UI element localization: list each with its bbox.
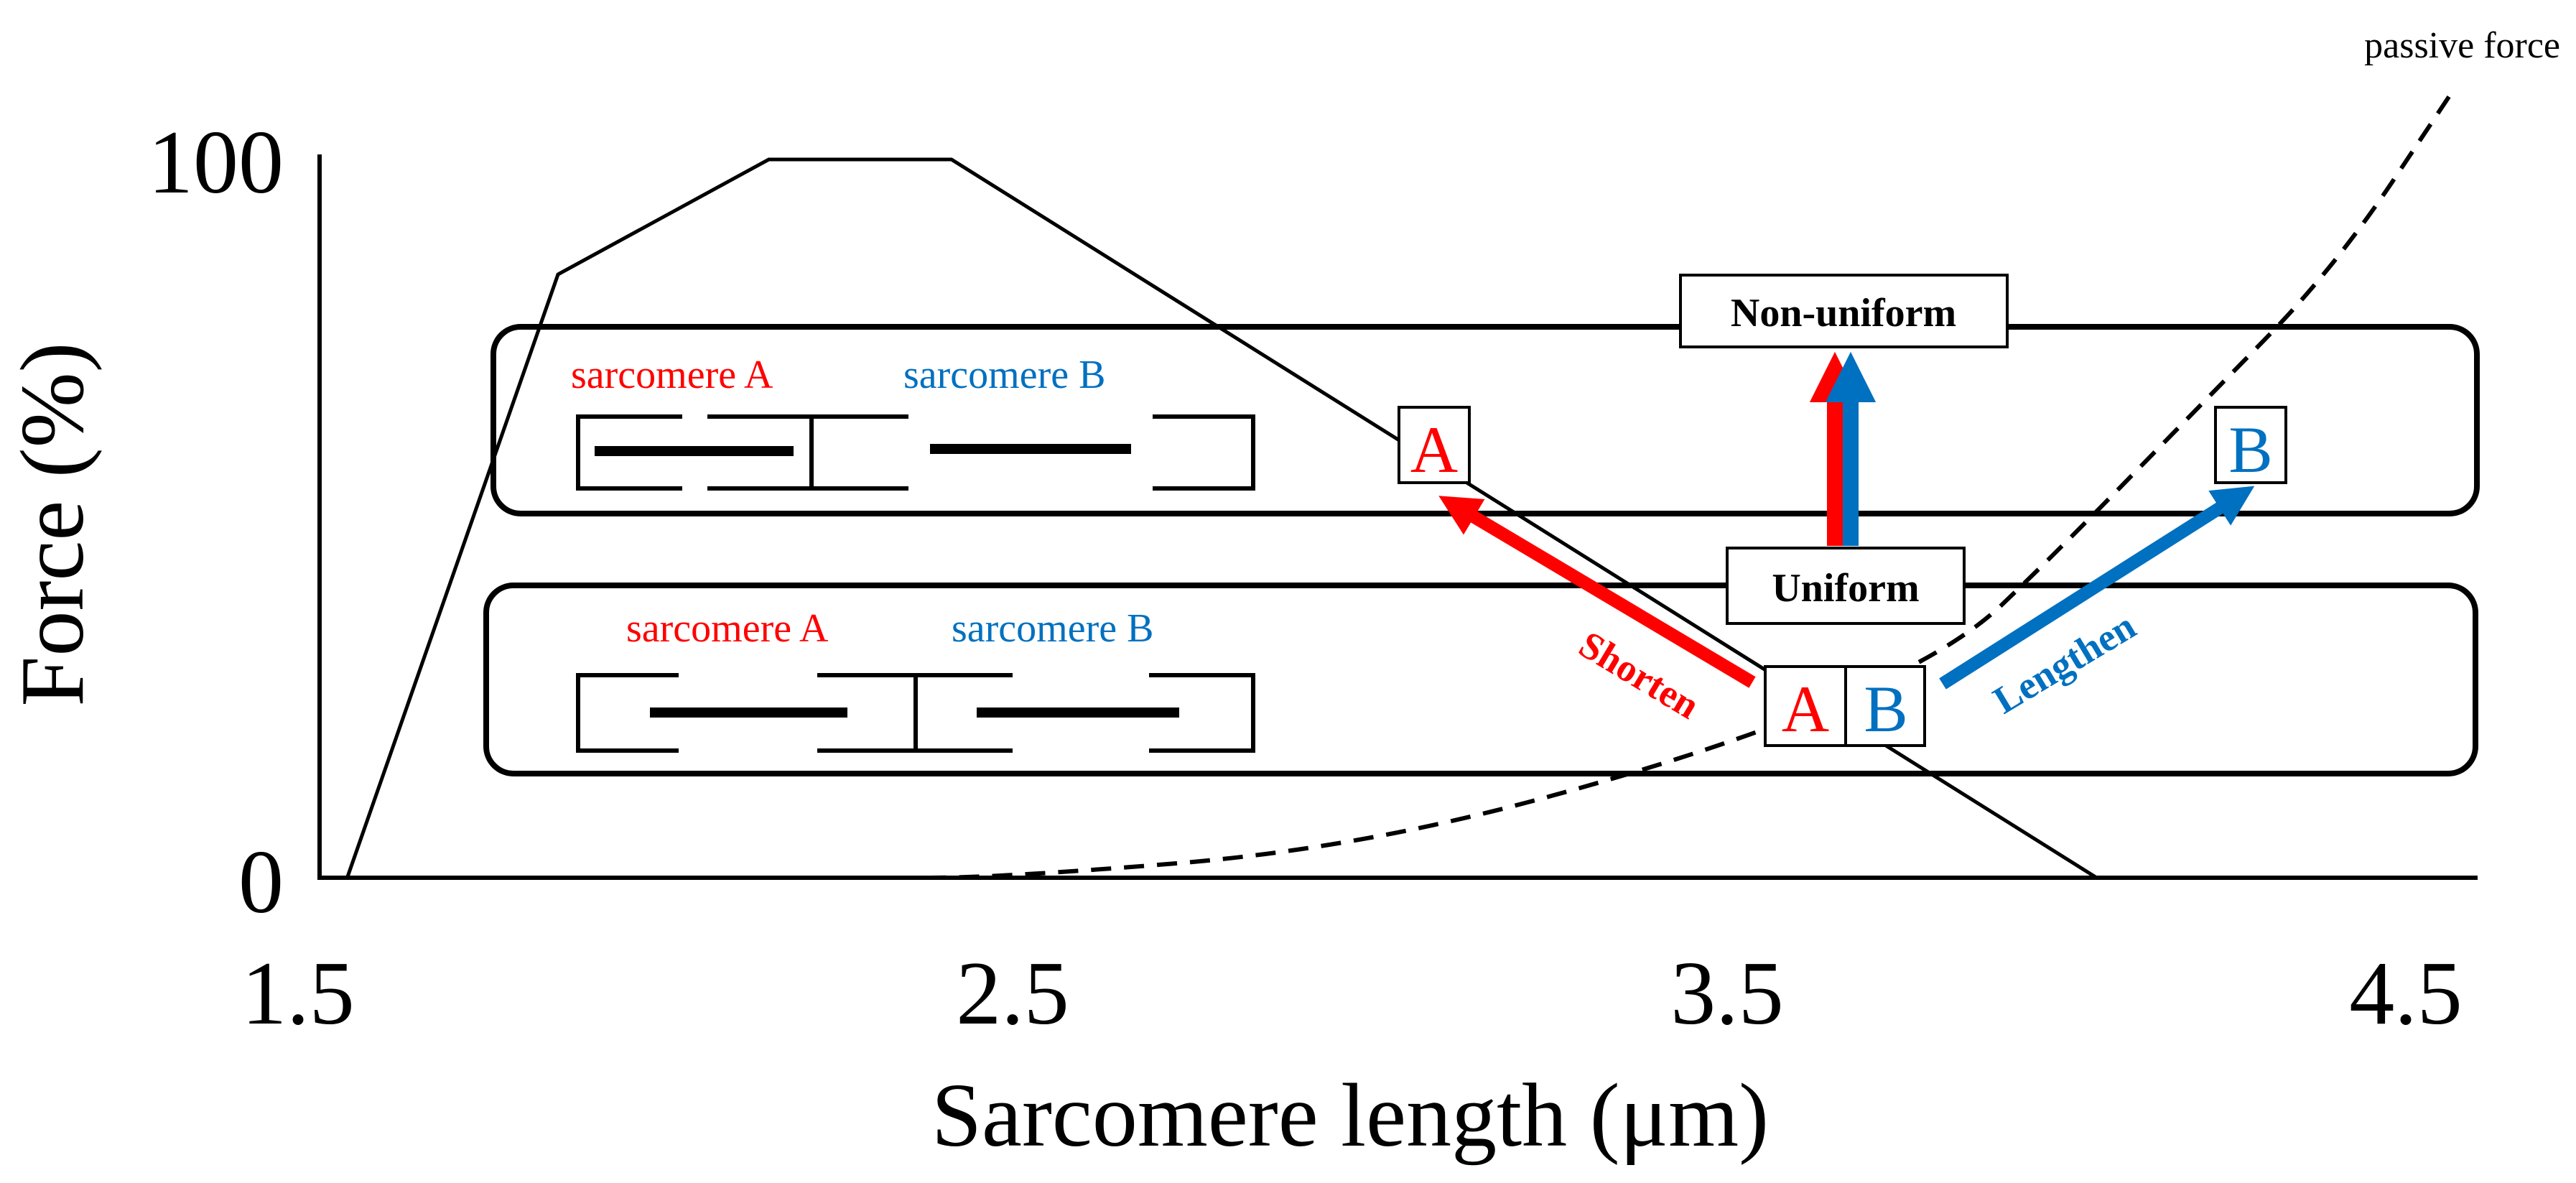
shorten-arrow — [1438, 496, 1756, 688]
x-axis-title: Sarcomere length (μm) — [931, 1066, 1769, 1166]
y-tick-100: 100 — [148, 113, 284, 213]
nonuniform-sarcomere-b-label: sarcomere B — [903, 353, 1105, 397]
passive-force-label: passive force — [2364, 25, 2560, 66]
uniform-letter-b: B — [1864, 672, 1907, 746]
nonuniform-letter-b-box — [2214, 406, 2287, 484]
nonuniform-letter-b: B — [2228, 413, 2272, 486]
uniform-label-box — [1726, 547, 1966, 625]
nonuniform-label-box — [1679, 274, 2009, 348]
x-tick-1.5: 1.5 — [241, 944, 355, 1044]
y-tick-0: 0 — [238, 832, 284, 932]
active-force-curve — [345, 157, 2098, 880]
uniform-sarcomere-diagram — [576, 673, 1255, 753]
y-axis-title: Force (%) — [3, 342, 103, 706]
nonuniform-letter-a: A — [1410, 413, 1458, 486]
x-tick-4.5: 4.5 — [2349, 944, 2463, 1044]
uniform-label: Uniform — [1772, 566, 1919, 611]
uniform-sarcomere-b-label: sarcomere B — [952, 606, 1153, 651]
nonuniform-panel-box — [490, 324, 2480, 516]
nonuniform-sarcomere-diagram — [576, 414, 1255, 491]
nonuniform-sarcomere-a-label: sarcomere A — [571, 353, 773, 397]
x-tick-3.5: 3.5 — [1670, 944, 1784, 1044]
lengthen-arrow — [1939, 486, 2255, 690]
uniform-panel-box — [483, 583, 2478, 776]
nonuniform-letter-a-box — [1398, 406, 1471, 484]
lengthen-label: Lengthen — [1986, 604, 2143, 722]
uniform-sarcomere-a-label: sarcomere A — [626, 606, 829, 651]
x-tick-2.5: 2.5 — [956, 944, 1069, 1044]
uniform-letter-a: A — [1782, 672, 1829, 746]
nonuniform-label: Non-uniform — [1731, 291, 1956, 335]
